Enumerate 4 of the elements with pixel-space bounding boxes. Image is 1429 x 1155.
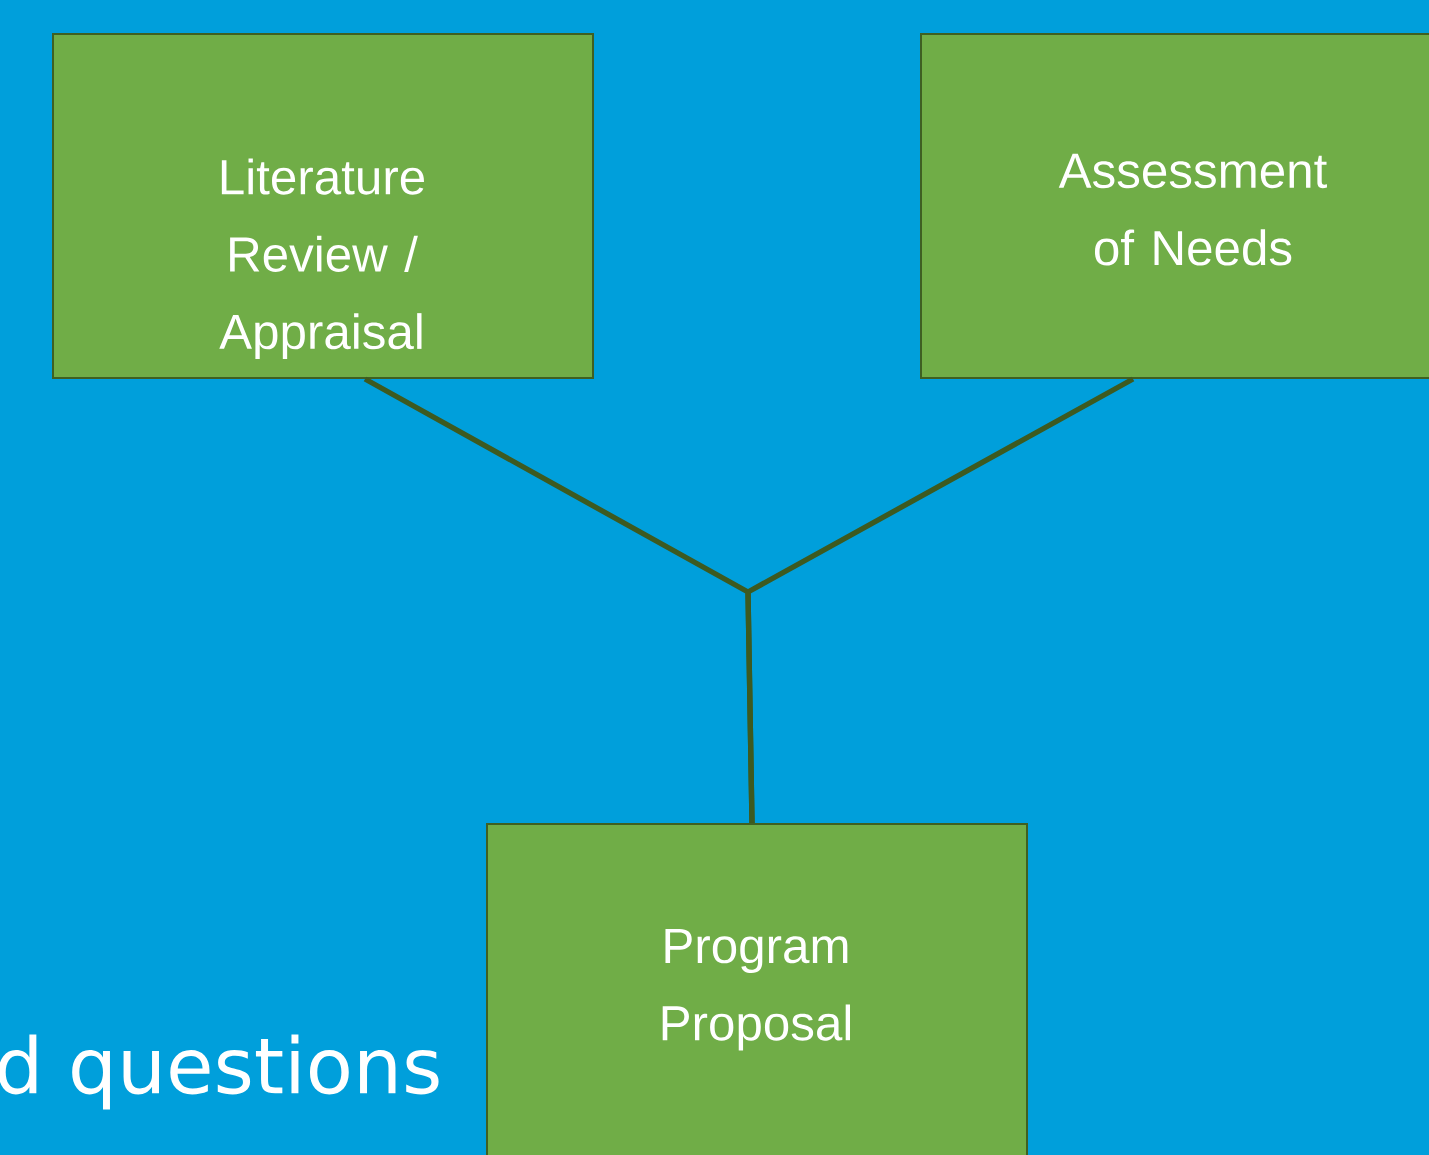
connector-line [745, 376, 1135, 824]
process-box: Literature Review / Appraisal [52, 33, 594, 379]
process-box: Program Proposal [486, 823, 1028, 1155]
process-box: Assessment of Needs [920, 33, 1429, 379]
